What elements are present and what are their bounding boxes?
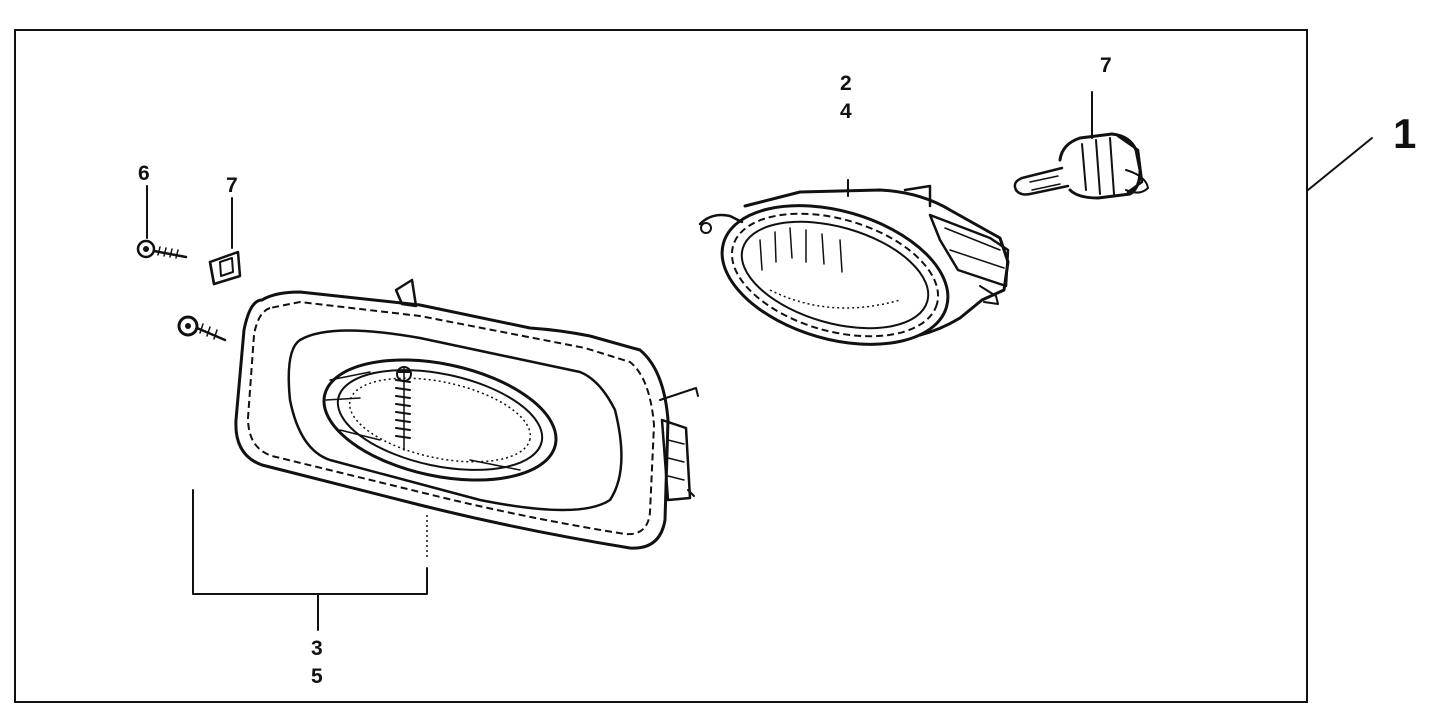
- label-bezel-part-alt: 5: [311, 665, 323, 688]
- label-screw: 6: [138, 162, 150, 185]
- leader-line-assembly: [1307, 137, 1373, 191]
- label-bezel-part: 3: [311, 637, 323, 660]
- label-housing-part-alt: 4: [840, 100, 852, 123]
- label-housing-part: 2: [840, 72, 852, 95]
- label-clip: 7: [226, 174, 238, 197]
- screw-icon: [136, 239, 188, 259]
- clip-nut-icon: [208, 250, 242, 286]
- label-assembly: 1: [1393, 110, 1416, 157]
- leader-bracket-bezel: [192, 489, 428, 631]
- bulb-icon: [1013, 132, 1149, 200]
- label-bulb: 7: [1100, 54, 1112, 77]
- washer-screw-icon: [177, 315, 227, 342]
- fog-lamp-bezel-icon: [234, 278, 699, 550]
- diagram-frame: [14, 29, 1308, 703]
- fog-lamp-housing-icon: [698, 179, 1010, 346]
